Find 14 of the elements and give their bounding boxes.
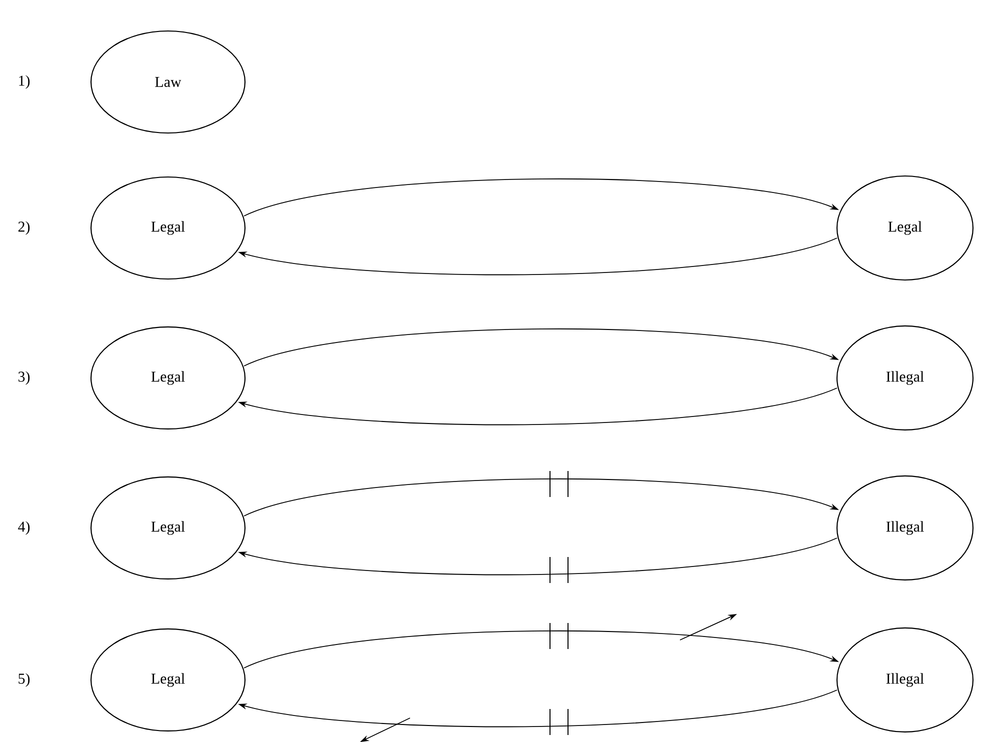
ellipse-node: Legal: [836, 175, 974, 281]
ellipse-node: Law: [90, 30, 246, 134]
row-number: 4): [18, 521, 30, 535]
ellipse-node: Legal: [90, 476, 246, 580]
row-number: 1): [19, 75, 30, 89]
ellipse-node: Illegal: [836, 475, 974, 581]
row-number: 2): [18, 221, 30, 235]
row-number: 5): [18, 673, 30, 687]
ellipse-node: Legal: [90, 628, 246, 732]
ellipse-node: Illegal: [836, 325, 974, 431]
row-number: 3): [18, 371, 30, 385]
ellipse-node: Legal: [90, 326, 246, 430]
ellipse-node: Legal: [90, 176, 246, 280]
ellipse-node: Illegal: [836, 627, 974, 733]
